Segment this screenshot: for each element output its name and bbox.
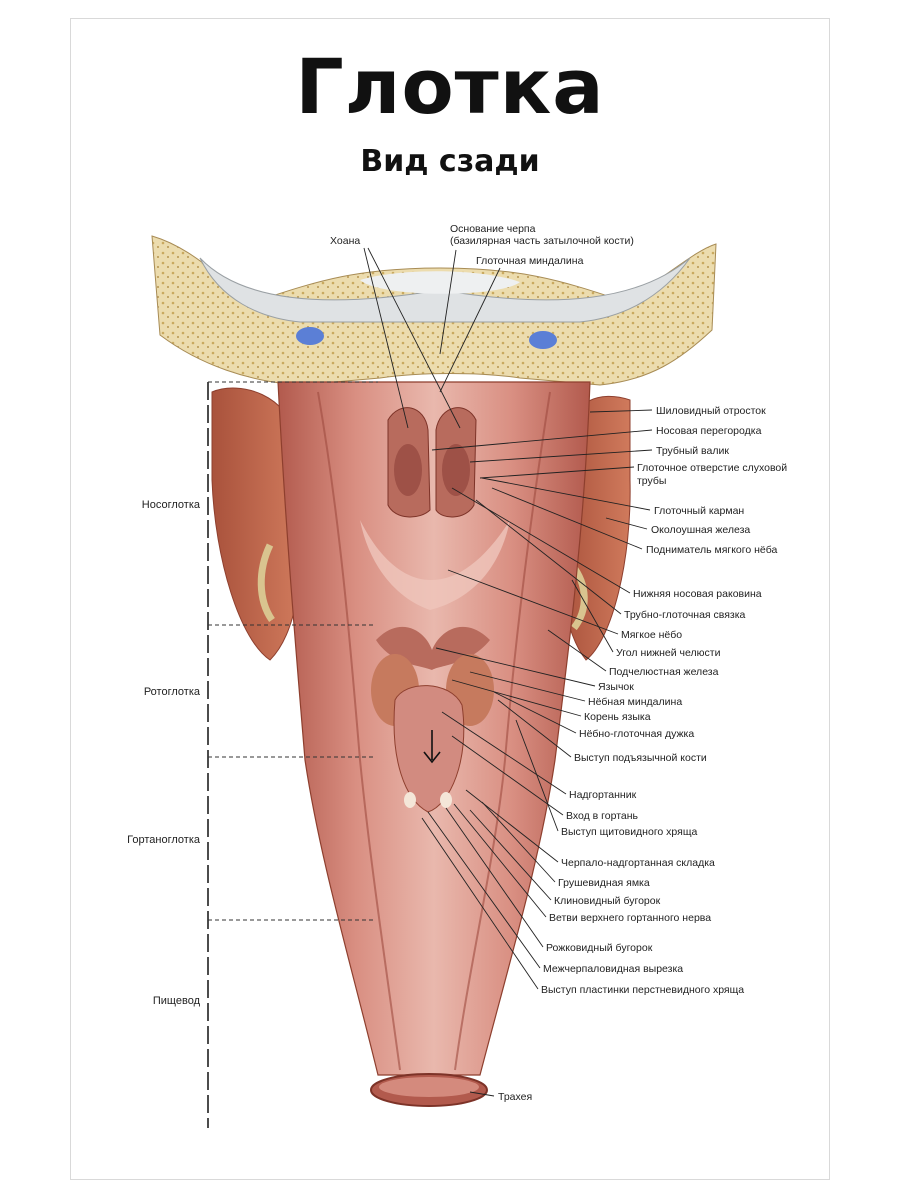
- label-piriform: Грушевидная ямка: [558, 877, 650, 889]
- right-leader-lines: [421, 409, 653, 1097]
- label-epiglottis: Надгортанник: [569, 789, 637, 801]
- pharynx: [277, 381, 591, 1107]
- top-labels: Хоана Основание черпа (базилярная часть …: [330, 223, 634, 267]
- label-pharyngeal-recess: Глоточный карман: [654, 505, 744, 517]
- region-label: Пищевод: [153, 995, 201, 1007]
- label-palatopharyngeal-arch: Нёбно-глоточная дужка: [579, 728, 694, 740]
- label-tongue-root: Корень языка: [584, 711, 651, 723]
- label-interarytenoid: Межчерпаловидная вырезка: [543, 963, 683, 975]
- label-styloid: Шиловидный отросток: [656, 405, 766, 417]
- top-leader-lines: [363, 247, 501, 429]
- blue-vessel-left: [296, 327, 324, 345]
- label-basilar-2: (базилярная часть затылочной кости): [450, 235, 634, 247]
- label-uvula: Язычок: [598, 681, 634, 693]
- label-corniculate: Рожковидный бугорок: [546, 942, 653, 954]
- label-basilar-1: Основание черпа: [450, 223, 536, 235]
- label-larynx-inlet: Вход в гортань: [566, 810, 639, 822]
- label-cricoid: Выступ пластинки перстневидного хряща: [541, 984, 744, 996]
- label-levator: Подниматель мягкого нёба: [646, 544, 778, 556]
- label-torus-tubarius: Трубный валик: [656, 445, 729, 457]
- label-mandible-angle: Угол нижней челюсти: [616, 647, 721, 659]
- label-aryepiglottic: Черпало-надгортанная складка: [561, 857, 715, 869]
- label-inferior-concha: Нижняя носовая раковина: [633, 588, 762, 600]
- label-pharyngeal-tonsil: Глоточная миндалина: [476, 255, 584, 267]
- blue-vessel-right: [529, 331, 557, 349]
- label-tube-opening: Глоточное отверстие слуховой: [637, 462, 787, 474]
- label-tube-opening-2: трубы: [637, 475, 666, 487]
- label-parotid: Околоушная железа: [651, 524, 750, 536]
- region-label: Ротоглотка: [144, 686, 201, 698]
- label-laryngeal-nerve: Ветви верхнего гортанного нерва: [549, 912, 711, 924]
- skull-base: [151, 235, 717, 386]
- label-soft-palate: Мягкое нёбо: [621, 629, 682, 641]
- label-trachea: Трахея: [498, 1091, 532, 1103]
- label-thyroid: Выступ щитовидного хряща: [561, 826, 697, 838]
- page-title: Глотка: [295, 42, 605, 131]
- label-palatine-tonsil: Нёбная миндалина: [588, 696, 682, 708]
- label-hyoid: Выступ подъязычной кости: [574, 752, 707, 764]
- right-labels: Шиловидный отросток Носовая перегородка …: [498, 405, 787, 1103]
- region-label: Носоглотка: [142, 499, 201, 511]
- label-nasal-septum: Носовая перегородка: [656, 425, 762, 437]
- label-choana: Хоана: [330, 235, 360, 247]
- label-cuneiform: Клиновидный бугорок: [554, 895, 661, 907]
- label-salpingopharyngeal: Трубно-глоточная связка: [624, 609, 746, 621]
- region-label: Гортаноглотка: [127, 834, 201, 846]
- region-bracket: Носоглотка Ротоглотка Гортаноглотка Пище…: [127, 381, 378, 1128]
- page-subtitle: Вид сзади: [360, 144, 540, 179]
- label-submandibular: Подчелюстная железа: [609, 666, 719, 678]
